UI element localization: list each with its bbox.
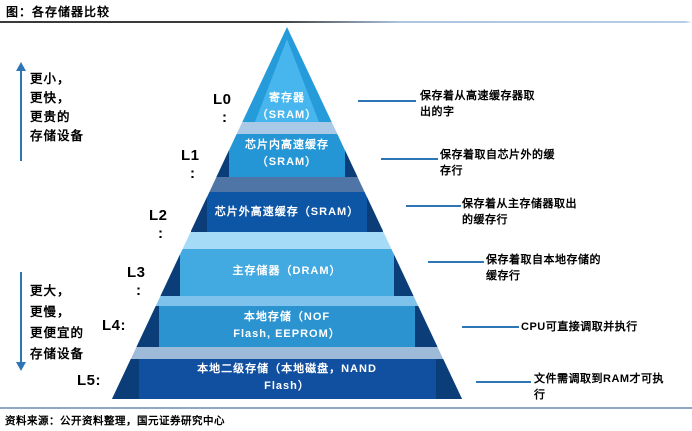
annotation-text-line: 缓存行 xyxy=(486,270,521,282)
annotation-text-line: 存行 xyxy=(440,165,463,177)
level-label-text: L0 xyxy=(213,91,232,108)
source-rule xyxy=(0,407,692,409)
axis-bottom-line-4: 存储设备 xyxy=(30,347,85,361)
face-label-line: Flash, EEPROM） xyxy=(233,328,341,340)
axis-bottom-line-2: 更慢， xyxy=(30,305,71,319)
annotation-text-line: 保存着从高速缓存器取 xyxy=(420,90,535,102)
level-label-l5: L5: xyxy=(77,371,101,391)
axis-top-line-3: 更贵的 xyxy=(30,110,71,124)
face-label-line: 本地存储（NOF xyxy=(243,311,331,323)
pyramid-left-facet xyxy=(112,359,139,399)
annotation-text-line: CPU可直接调取并执行 xyxy=(521,321,638,333)
axis-label-bigger-slower: 更大， 更慢， 更便宜的 存储设备 xyxy=(30,281,84,365)
annotation-leader-line-l2 xyxy=(406,205,461,207)
level-label-l0: L0: xyxy=(213,90,232,126)
face-label-line: 芯片内高速缓存 xyxy=(245,139,329,151)
pyramid-right-facet xyxy=(435,359,462,399)
level-label-l4: L4: xyxy=(102,316,126,336)
annotation-text-l1: 保存着取自芯片外的缓存行 xyxy=(440,147,555,179)
annotation-leader-line-l3 xyxy=(428,261,484,263)
annotation-text-l3: 保存着取自本地存储的缓存行 xyxy=(486,252,601,284)
pyramid-face-l5 xyxy=(112,359,462,399)
level-face-label-l1: 芯片内高速缓存 （SRAM） xyxy=(245,137,329,171)
axis-top-line-2: 更快， xyxy=(30,91,71,105)
level-label-text: L4: xyxy=(102,317,126,334)
annotation-text-line: 保存着从主存储器取出 xyxy=(462,198,577,210)
annotation-leader-line-l1 xyxy=(381,158,438,160)
annotation-leader-line-l4 xyxy=(462,326,519,328)
level-face-label-l5: 本地二级存储（本地磁盘，NAND Flash） xyxy=(197,361,377,395)
up-arrow-shaft xyxy=(20,71,22,161)
level-face-label-l3: 主存储器（DRAM） xyxy=(233,263,342,280)
level-face-label-l2: 芯片外高速缓存（SRAM） xyxy=(215,204,359,221)
face-label-line: （SRAM） xyxy=(256,109,318,121)
face-label-line: 主存储器（DRAM） xyxy=(232,265,342,277)
face-label-line: （SRAM） xyxy=(256,156,318,168)
face-label-line: 芯片外高速缓存（SRAM） xyxy=(214,206,360,218)
pyramid-left-facet xyxy=(216,134,229,177)
annotation-text-line: 文件需调取到RAM才可执 xyxy=(534,373,665,385)
face-label-line: Flash） xyxy=(264,380,310,392)
axis-bottom-line-1: 更大， xyxy=(30,284,71,298)
pyramid-step-band-0 xyxy=(236,122,338,134)
annotation-text-line: 保存着取自本地存储的 xyxy=(486,254,601,266)
annotation-leader-line-l5 xyxy=(476,381,531,383)
level-label-text: L2 xyxy=(149,207,168,224)
annotation-text-l5: 文件需调取到RAM才可执行 xyxy=(534,371,664,403)
annotation-text-l4: CPU可直接调取并执行 xyxy=(521,319,638,335)
up-arrow-icon xyxy=(16,62,26,161)
down-arrow-icon xyxy=(16,272,26,371)
level-label-colon: : xyxy=(158,225,164,242)
source-note: 资料来源：公开资料整理，国元证券研究中心 xyxy=(5,415,225,427)
level-label-l1: L1: xyxy=(181,146,200,182)
face-label-line: 寄存器 xyxy=(268,92,305,104)
pyramid-step-band-2 xyxy=(182,232,392,249)
annotation-text-l0: 保存着从高速缓存器取出的字 xyxy=(420,88,535,120)
axis-top-line-4: 存储设备 xyxy=(30,129,85,143)
level-face-label-l4: 本地存储（NOF Flash, EEPROM） xyxy=(233,309,341,343)
face-label-line: 本地二级存储（本地磁盘，NAND xyxy=(197,363,377,375)
axis-top-line-1: 更小， xyxy=(30,72,71,86)
pyramid-left-facet xyxy=(136,306,160,347)
level-label-l2: L2: xyxy=(149,206,168,242)
pyramid-step-band-1 xyxy=(209,177,365,192)
pyramid-step-band-4 xyxy=(130,347,444,359)
pyramid-right-facet xyxy=(394,249,414,296)
annotation-text-line: 出的字 xyxy=(420,106,455,118)
annotation-text-l2: 保存着从主存储器取出的缓存行 xyxy=(462,196,577,228)
pyramid-left-facet xyxy=(190,192,207,232)
level-label-text: L5: xyxy=(77,372,101,389)
level-label-text: L3 xyxy=(127,264,146,281)
annotation-text-line: 保存着取自芯片外的缓 xyxy=(440,149,555,161)
down-arrow-head xyxy=(16,362,26,371)
level-label-text: L1 xyxy=(181,147,200,164)
level-label-colon: : xyxy=(222,109,228,126)
annotation-text-line: 的缓存行 xyxy=(462,214,508,226)
annotation-leader-line-l0 xyxy=(358,100,416,102)
axis-bottom-line-3: 更便宜的 xyxy=(30,326,85,340)
level-label-l3: L3: xyxy=(127,263,146,299)
axis-label-smaller-faster: 更小， 更快， 更贵的 存储设备 xyxy=(30,70,84,146)
pyramid-right-facet xyxy=(414,306,438,347)
title-rule xyxy=(0,21,692,23)
figure-title: 图：各存储器比较 xyxy=(6,5,111,19)
up-arrow-head xyxy=(16,62,26,71)
level-face-label-l0: 寄存器 （SRAM） xyxy=(257,90,317,124)
annotation-text-line: 行 xyxy=(534,389,546,401)
pyramid-left-facet xyxy=(160,249,180,296)
pyramid-right-facet xyxy=(367,192,384,232)
level-label-colon: : xyxy=(190,165,196,182)
pyramid-right-facet xyxy=(345,134,358,177)
down-arrow-shaft xyxy=(20,272,22,362)
pyramid-step-band-3 xyxy=(155,296,419,306)
level-label-colon: : xyxy=(136,282,142,299)
